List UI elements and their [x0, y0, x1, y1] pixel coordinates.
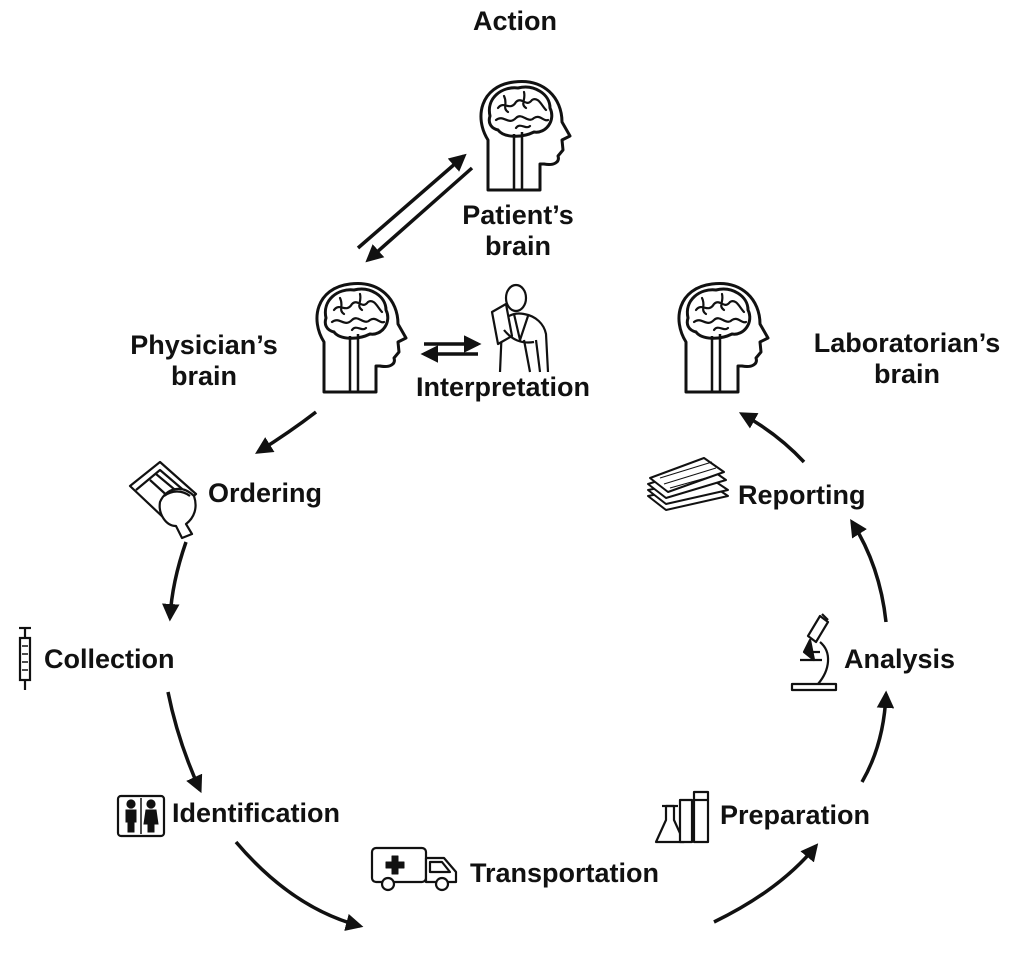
physician-brain-label: Physician’s brain — [130, 330, 278, 391]
analysis-label: Analysis — [844, 644, 956, 674]
laboratorian-brain-icon — [677, 281, 770, 394]
clipboard-hand-icon — [128, 460, 198, 540]
lab-flasks-icon — [654, 790, 710, 844]
papers-stack-icon — [647, 457, 729, 511]
interpretation-label: Interpretation — [416, 372, 591, 402]
identification-label: Identification — [172, 798, 340, 828]
arrow-physician-to-patient — [356, 153, 467, 250]
two-people-icon — [116, 794, 166, 838]
arrow-to-laboratorian — [738, 412, 806, 464]
patient-brain-label: Patient’s brain — [462, 200, 574, 261]
microscope-icon — [790, 613, 838, 692]
ambulance-icon — [370, 846, 458, 892]
arrow-to-preparation — [713, 843, 819, 924]
preparation-label: Preparation — [720, 800, 871, 830]
patient-brain-icon — [479, 79, 572, 192]
collection-label: Collection — [44, 644, 175, 674]
arrow-to-identification — [166, 691, 203, 794]
arrow-to-ordering — [255, 410, 318, 454]
arrow-to-analysis — [860, 690, 895, 783]
doctor-icon — [490, 283, 550, 373]
laboratorian-brain-label: Laboratorian’s brain — [813, 328, 1001, 389]
syringe-icon — [18, 626, 32, 690]
ordering-label: Ordering — [208, 478, 323, 508]
transportation-label: Transportation — [470, 858, 660, 888]
arrow-to-transportation — [234, 840, 364, 931]
reporting-label: Reporting — [738, 480, 866, 510]
arrow-to-reporting — [850, 519, 888, 623]
arrow-patient-to-physician — [365, 166, 474, 263]
physician-brain-icon — [315, 281, 408, 394]
action-label: Action — [473, 6, 557, 36]
arrow-to-collection — [162, 541, 188, 622]
